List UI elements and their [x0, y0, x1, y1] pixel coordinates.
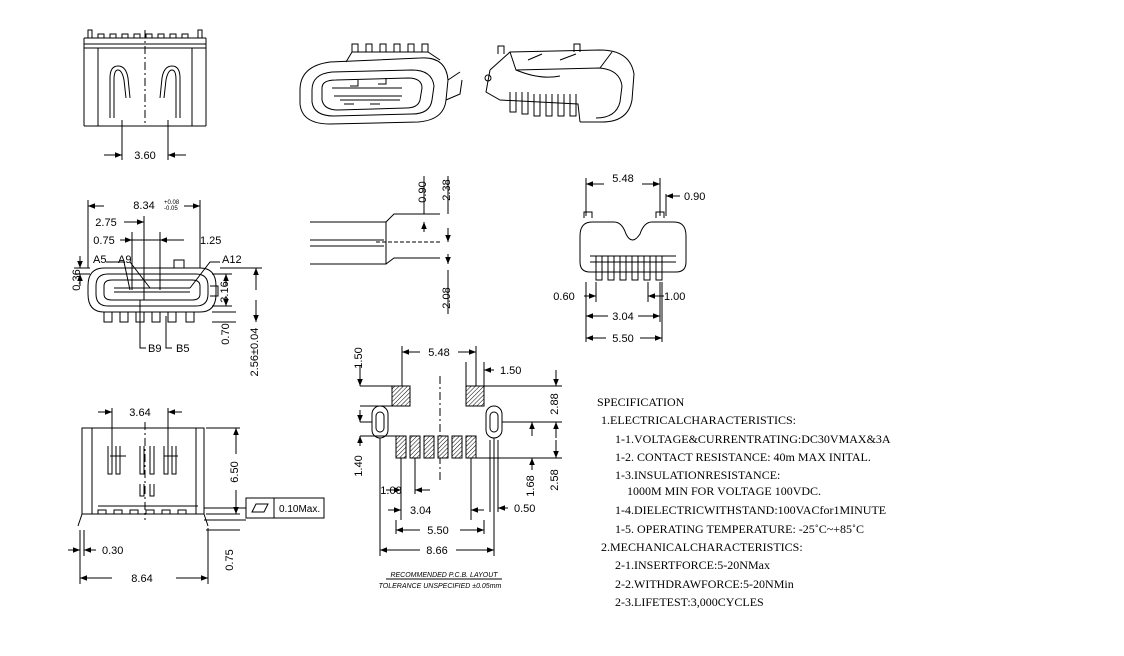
dim-2-58: 2.58: [549, 469, 561, 490]
dim-0-50: 0.50: [514, 503, 535, 515]
spec-heading: SPECIFICATION: [597, 395, 685, 409]
dim-8-34: 8.34: [133, 200, 154, 212]
dim-3-16: 3.16: [219, 281, 231, 302]
spec-mechanical: 2.MECHANICALCHARACTERISTICS:: [601, 540, 803, 555]
spec-insert-force: 2-1.INSERTFORCE:5-20NMax: [615, 558, 770, 573]
dim-0-90-side: 0.90: [417, 181, 429, 202]
pin-a5: A5: [93, 254, 106, 266]
dim-3-04-rear: 3.04: [612, 311, 633, 323]
isometric-front-view: [299, 43, 463, 125]
dim-0-75: 0.75: [93, 235, 114, 247]
front-top-view: 3.60: [83, 29, 207, 162]
dim-5-48-rear: 5.48: [612, 173, 633, 185]
pcb-slot-left: [371, 405, 389, 439]
spec-electrical: 1.ELECTRICALCHARACTERISTICS:: [601, 413, 797, 428]
flatness-tolerance: 0.10Max.: [279, 504, 320, 515]
dim-0-75-bottom: 0.75: [224, 549, 236, 570]
pin-b5: B5: [176, 343, 189, 355]
dim-5-48-pcb: 5.48: [428, 347, 449, 359]
pcb-pad-right-top: [465, 385, 485, 407]
spec-insulation-value: 1000M MIN FOR VOLTAGE 100VDC.: [627, 484, 822, 499]
dim-0-90-rear: 0.90: [684, 191, 705, 203]
dim-8-64: 8.64: [131, 573, 152, 585]
pin-a9: A9: [118, 254, 131, 266]
dim-1-50-right: 1.50: [500, 365, 521, 377]
rear-view: 5.48 0.90 0.60 1.00 3.04 5.50: [553, 173, 705, 345]
dim-1-25: 1.25: [200, 235, 221, 247]
dim-8-34-tol-bot: -0.05: [164, 206, 178, 212]
dim-1-00-rear: 1.00: [664, 291, 685, 303]
dim-3-64: 3.64: [129, 407, 150, 419]
dim-2-08: 2.08: [441, 287, 453, 308]
spec-operating-temperature: 1-5. OPERATING TEMPERATURE: -25˚C~+85˚C: [615, 521, 865, 536]
pin-b9: B9: [148, 343, 161, 355]
spec-contact-resistance: 1-2. CONTACT RESISTANCE: 40m MAX INITAL.: [615, 449, 871, 464]
pin-a12: A12: [222, 254, 242, 266]
spec-insulation-resistance: 1-3.INSULATIONRESISTANCE:: [615, 468, 781, 483]
pcb-layout-title: RECOMMENDED P.C.B. LAYOUT: [390, 572, 498, 579]
dim-2-88: 2.88: [549, 393, 561, 414]
pcb-layout: 1.50 5.48 1.50 2.88 1.68 2.58 1.40 1.00: [353, 346, 562, 590]
dim-2-75: 2.75: [95, 217, 116, 229]
spec-voltage-current: 1-1.VOLTAGE&CURRENTRATING:DC30VMAX&3A: [615, 431, 891, 446]
pcb-slot-right: [485, 405, 503, 439]
dim-3-04-pcb: 3.04: [410, 505, 431, 517]
dim-1-68: 1.68: [525, 475, 537, 496]
dim-6-50: 6.50: [229, 461, 241, 482]
dim-0-70: 0.70: [220, 323, 232, 344]
spec-dielectric: 1-4.DIELECTRICWITHSTAND:100VACfor1MINUTE: [615, 503, 887, 518]
dim-2-56: 2.56±0.04: [249, 328, 261, 377]
dim-8-66: 8.66: [426, 545, 447, 557]
spec-withdraw-force: 2-2.WITHDRAWFORCE:5-20NMin: [615, 576, 794, 591]
dim-1-50-left: 1.50: [353, 347, 365, 368]
spec-life-test: 2-3.LIFETEST:3,000CYCLES: [615, 594, 764, 609]
dim-0-30: 0.30: [102, 545, 123, 557]
pcb-tolerance-note: TOLERANCE UNSPECIFIED ±0.05mm: [379, 583, 502, 590]
isometric-rear-view: [484, 43, 635, 123]
side-view: 0.90 2.38 2.08: [310, 176, 453, 314]
dim-3-60: 3.60: [134, 150, 155, 162]
dim-5-50-rear: 5.50: [612, 333, 633, 345]
dim-1-00-pcb: 1.00: [380, 485, 401, 497]
dim-1-40: 1.40: [353, 455, 365, 476]
front-pin-view: 8.34 +0.08 -0.05 2.75 0.75 1.25 A5 A9 A1…: [71, 200, 262, 376]
dim-0-60: 0.60: [553, 291, 574, 303]
dim-5-50-pcb: 5.50: [427, 525, 448, 537]
dim-2-38: 2.38: [441, 179, 453, 200]
pcb-pad-left-top: [391, 385, 411, 407]
dim-8-34-tol-top: +0.08: [164, 200, 180, 206]
dim-0-36: 0.36: [71, 269, 83, 290]
bottom-view: 3.64 6.50 0.10Max. 0.75 0.30 8.64: [68, 407, 325, 585]
specification-block: SPECIFICATION 1.ELECTRICALCHARACTERISTIC…: [597, 393, 1117, 611]
